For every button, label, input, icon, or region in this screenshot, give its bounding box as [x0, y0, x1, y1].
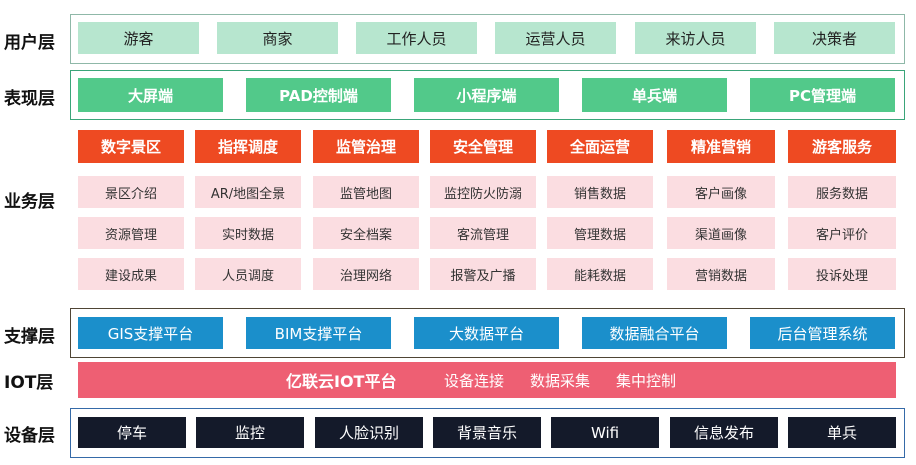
user-layer-frame [70, 14, 905, 64]
business-item-box: 实时数据 [195, 217, 301, 249]
business-item-box: 监管地图 [313, 176, 419, 208]
business-category-box: 监管治理 [313, 130, 419, 163]
business-item-box: 监控防火防溺 [430, 176, 536, 208]
terminal-box: 小程序端 [414, 78, 559, 112]
support-platform-box: 大数据平台 [414, 317, 559, 349]
business-item-box: 销售数据 [547, 176, 653, 208]
iot-feature: 集中控制 [616, 371, 677, 390]
device-box: 人脸识别 [315, 417, 423, 448]
presentation-layer-frame [70, 70, 905, 120]
business-category-box: 指挥调度 [195, 130, 301, 163]
business-item-box: 服务数据 [788, 176, 896, 208]
business-category-box: 安全管理 [430, 130, 536, 163]
business-item-box: 管理数据 [547, 217, 653, 249]
business-item-box: 治理网络 [313, 258, 419, 290]
user-role-box: 游客 [78, 22, 199, 54]
business-category-box: 数字景区 [78, 130, 184, 163]
business-item-box: 景区介绍 [78, 176, 184, 208]
user-role-box: 工作人员 [356, 22, 477, 54]
device-box: 背景音乐 [433, 417, 541, 448]
support-platform-box: GIS支撑平台 [78, 317, 223, 349]
business-layer-label: 业务层 [4, 191, 55, 212]
user-role-box: 运营人员 [495, 22, 616, 54]
support-platform-box: BIM支撑平台 [246, 317, 391, 349]
terminal-box: 大屏端 [78, 78, 223, 112]
business-item-box: 客流管理 [430, 217, 536, 249]
business-item-box: 投诉处理 [788, 258, 896, 290]
terminal-box: 单兵端 [582, 78, 727, 112]
business-item-box: 客户画像 [667, 176, 775, 208]
presentation-layer-label: 表现层 [4, 88, 55, 109]
iot-layer-label: IOT层 [4, 372, 54, 393]
business-item-box: 能耗数据 [547, 258, 653, 290]
user-role-box: 商家 [217, 22, 338, 54]
terminal-box: PAD控制端 [246, 78, 391, 112]
business-item-box: 客户评价 [788, 217, 896, 249]
support-platform-box: 数据融合平台 [582, 317, 727, 349]
business-item-box: AR/地图全景 [195, 176, 301, 208]
support-platform-box: 后台管理系统 [750, 317, 895, 349]
device-layer-label: 设备层 [4, 425, 55, 446]
device-box: 信息发布 [670, 417, 778, 448]
user-role-box: 来访人员 [635, 22, 756, 54]
support-layer-label: 支撑层 [4, 326, 55, 347]
business-item-box: 资源管理 [78, 217, 184, 249]
device-layer-frame [70, 408, 905, 458]
iot-platform-title: 亿联云IOT平台 [286, 372, 397, 391]
iot-platform-bar: 亿联云IOT平台 设备连接 数据采集 集中控制 [78, 362, 896, 398]
business-category-box: 精准营销 [667, 130, 775, 163]
business-item-box: 安全档案 [313, 217, 419, 249]
device-box: Wifi [551, 417, 659, 448]
business-item-box: 建设成果 [78, 258, 184, 290]
business-item-box: 营销数据 [667, 258, 775, 290]
device-box: 单兵 [788, 417, 896, 448]
business-item-box: 渠道画像 [667, 217, 775, 249]
terminal-box: PC管理端 [750, 78, 895, 112]
device-box: 监控 [196, 417, 304, 448]
business-item-box: 报警及广播 [430, 258, 536, 290]
user-layer-label: 用户层 [4, 32, 55, 53]
iot-feature: 数据采集 [530, 371, 591, 390]
business-item-box: 人员调度 [195, 258, 301, 290]
business-category-box: 全面运营 [547, 130, 653, 163]
user-role-box: 决策者 [774, 22, 895, 54]
iot-feature: 设备连接 [444, 371, 505, 390]
support-layer-frame [70, 308, 905, 358]
device-box: 停车 [78, 417, 186, 448]
business-category-box: 游客服务 [788, 130, 896, 163]
